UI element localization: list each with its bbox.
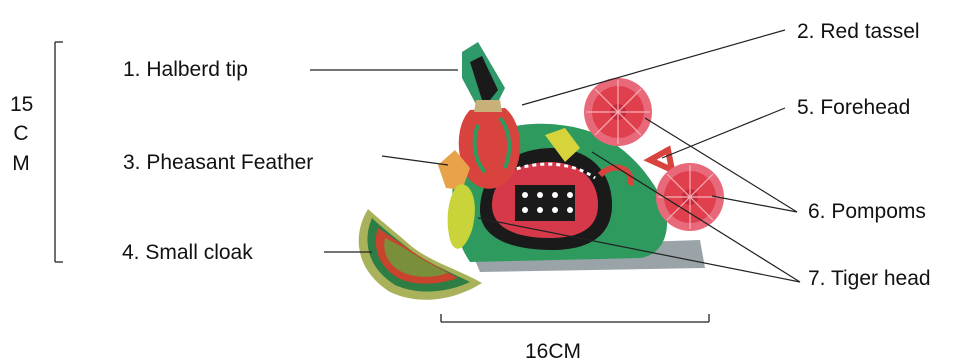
height-dim-char: 15 [10,90,32,119]
headdress-image [359,42,724,300]
height-dimension-label: 15 C M [10,90,32,178]
label-pheasant-feather: 3. Pheasant Feather [123,152,313,173]
height-dim-char: C [10,119,32,148]
halberd-tip-shape [462,42,505,112]
label-forehead: 5. Forehead [797,97,910,118]
label-tiger-head: 7. Tiger head [808,268,931,289]
label-halberd-tip: 1. Halberd tip [123,59,248,80]
pompom-lower [656,163,724,231]
label-small-cloak: 4. Small cloak [122,242,253,263]
label-red-tassel: 2. Red tassel [797,21,920,42]
height-dim-char: M [10,149,32,178]
label-pompoms: 6. Pompoms [808,201,926,222]
height-bracket [55,42,63,262]
width-dimension-label: 16CM [525,340,581,364]
width-bracket [441,314,709,322]
pompom-upper [584,78,652,146]
